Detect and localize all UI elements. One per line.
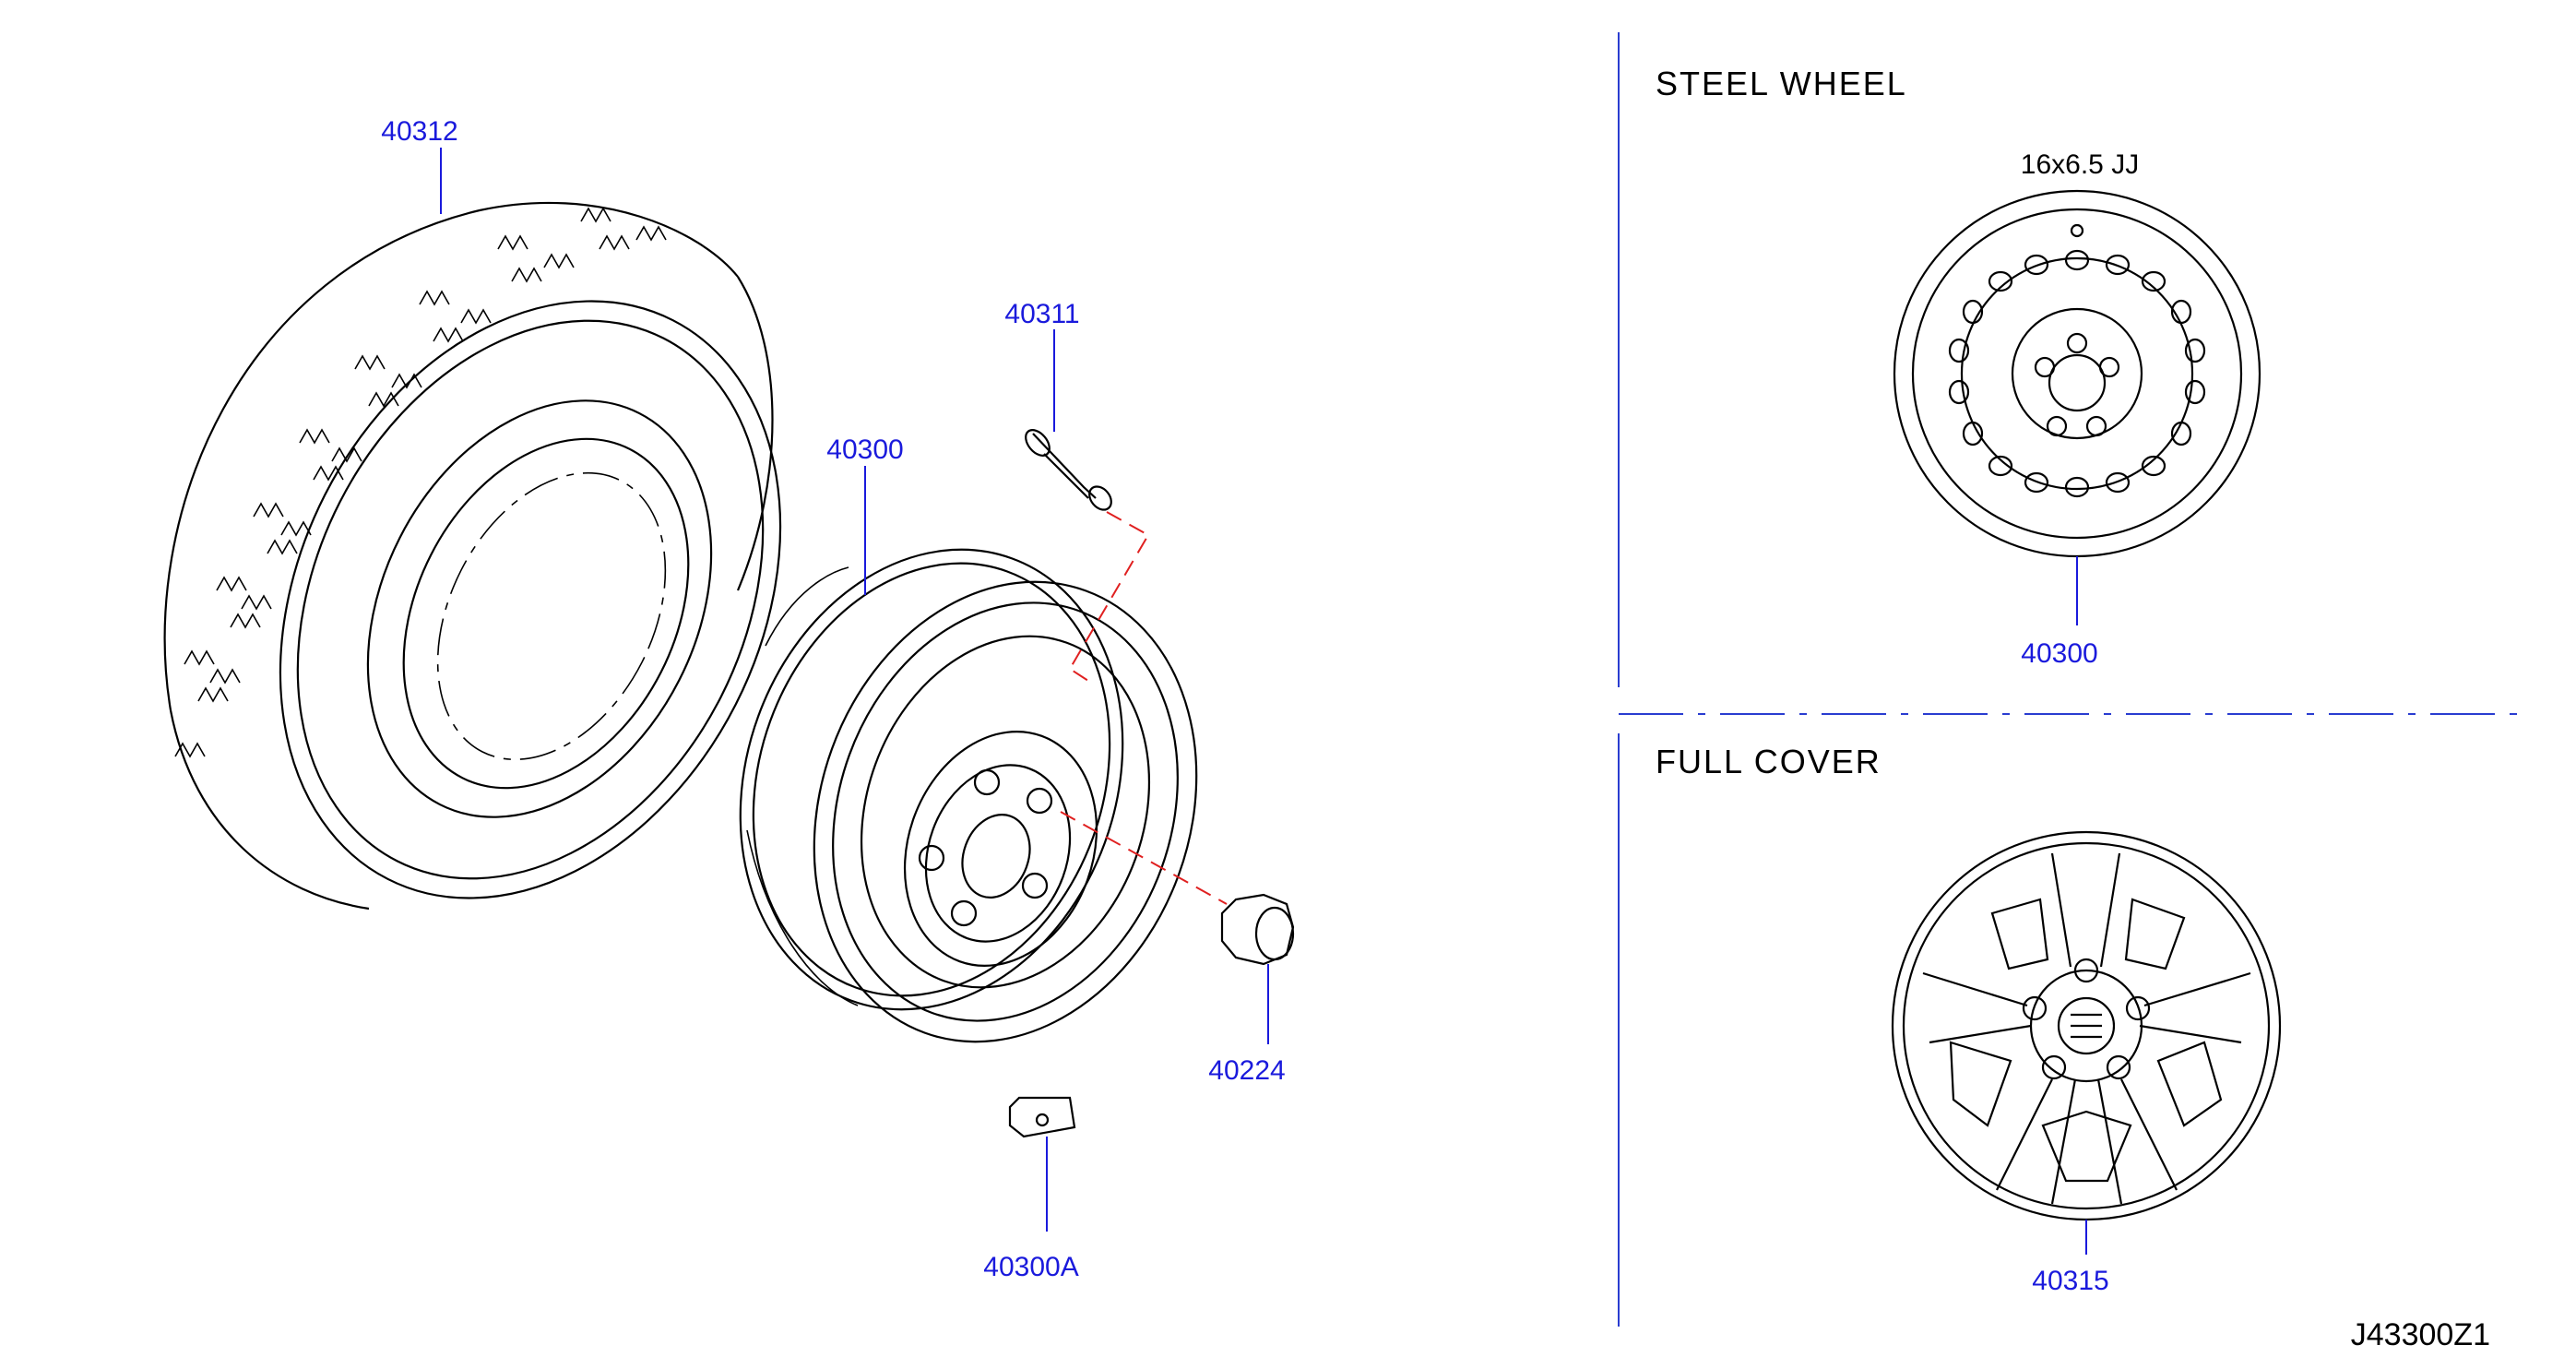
wheel-part-number[interactable]: 40300 bbox=[826, 435, 903, 465]
ventilation-holes bbox=[1948, 249, 2206, 498]
cover-windows bbox=[1949, 898, 2223, 1183]
full-cover-front-view bbox=[1891, 830, 2282, 1221]
balance-weight-illustration bbox=[1008, 1096, 1076, 1138]
weight-part-number[interactable]: 40300A bbox=[983, 1252, 1078, 1282]
diagram-code: J43300Z1 bbox=[2351, 1317, 2490, 1352]
valve-illustration bbox=[1025, 429, 1112, 511]
cover-spokes bbox=[1922, 852, 2251, 1205]
steel-wheel-title: STEEL WHEEL bbox=[1656, 65, 1907, 102]
wheel-illustration bbox=[739, 548, 1198, 1043]
nut-assembly-line bbox=[1060, 811, 1228, 905]
wheel-size-label: 16x6.5 JJ bbox=[2021, 149, 2139, 180]
valve-assembly-line bbox=[1068, 511, 1150, 682]
nut-illustration bbox=[1220, 893, 1295, 966]
section-dividers bbox=[1618, 32, 2527, 1327]
nut-part-number[interactable]: 40224 bbox=[1208, 1055, 1285, 1086]
steel-wheel-part-number[interactable]: 40300 bbox=[2021, 638, 2097, 669]
full-cover-part-number[interactable]: 40315 bbox=[2032, 1266, 2108, 1296]
full-cover-title: FULL COVER bbox=[1656, 743, 1882, 780]
steel-wheel-front-view bbox=[1893, 189, 2261, 558]
tire-illustration bbox=[163, 201, 782, 911]
valve-part-number[interactable]: 40311 bbox=[1004, 299, 1079, 329]
tread-pattern bbox=[174, 207, 667, 758]
tire-part-number[interactable]: 40312 bbox=[381, 116, 457, 147]
